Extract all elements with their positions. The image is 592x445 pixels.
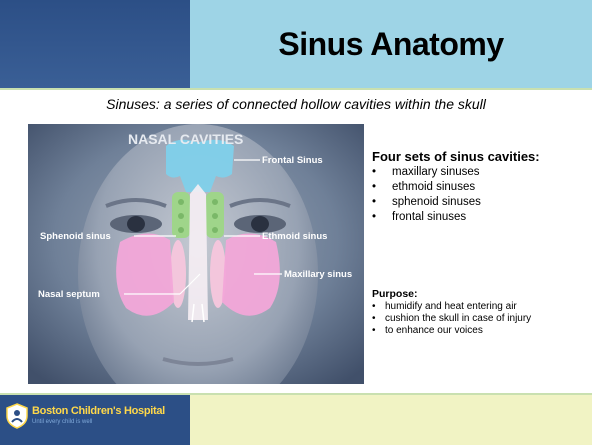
purpose-list: •humidify and heat entering air •cushion… bbox=[372, 301, 592, 337]
label-frontal-sinus: Frontal Sinus bbox=[262, 155, 323, 166]
slide-title: Sinus Anatomy bbox=[190, 0, 592, 88]
list-item: •cushion the skull in case of injury bbox=[372, 313, 592, 325]
label-nasal-septum: Nasal septum bbox=[38, 289, 100, 300]
list-item: •humidify and heat entering air bbox=[372, 301, 592, 313]
list-item: •to enhance our voices bbox=[372, 325, 592, 337]
list-item: •sphenoid sinuses bbox=[372, 195, 592, 210]
nasal-cavities-illustration: NASAL CAVITIES Frontal Sinus Sphenoid si… bbox=[28, 124, 364, 384]
label-ethmoid-sinus: Ethmoid sinus bbox=[262, 231, 327, 242]
header-dark-block bbox=[0, 0, 190, 88]
footer-light-block bbox=[190, 395, 592, 445]
slide-subtitle: Sinuses: a series of connected hollow ca… bbox=[0, 96, 592, 112]
nasal-cavities-image: NASAL CAVITIES Frontal Sinus Sphenoid si… bbox=[28, 124, 364, 384]
purpose-section: Purpose: •humidify and heat entering air… bbox=[372, 288, 592, 337]
sinus-sets-heading: Four sets of sinus cavities: bbox=[372, 149, 592, 164]
sinus-sets-list: •maxillary sinuses •ethmoid sinuses •sph… bbox=[372, 165, 592, 225]
purpose-heading: Purpose: bbox=[372, 288, 592, 300]
logo-name: Boston Children's Hospital bbox=[32, 405, 165, 417]
header-divider bbox=[0, 88, 592, 90]
list-item: •maxillary sinuses bbox=[372, 165, 592, 180]
list-item: •ethmoid sinuses bbox=[372, 180, 592, 195]
maxillary-sinus-left bbox=[116, 233, 174, 315]
logo-tagline: Until every child is well bbox=[32, 419, 92, 425]
sinus-sets-section: Four sets of sinus cavities: •maxillary … bbox=[372, 149, 592, 225]
nasal-cavity-shape bbox=[188, 184, 208, 320]
list-item: •frontal sinuses bbox=[372, 210, 592, 225]
label-sphenoid-sinus: Sphenoid sinus bbox=[40, 231, 111, 242]
hospital-shield-icon bbox=[6, 403, 28, 429]
label-maxillary-sinus: Maxillary sinus bbox=[284, 269, 352, 280]
image-title: NASAL CAVITIES bbox=[128, 131, 243, 147]
hospital-logo: Boston Children's Hospital Until every c… bbox=[6, 403, 186, 433]
